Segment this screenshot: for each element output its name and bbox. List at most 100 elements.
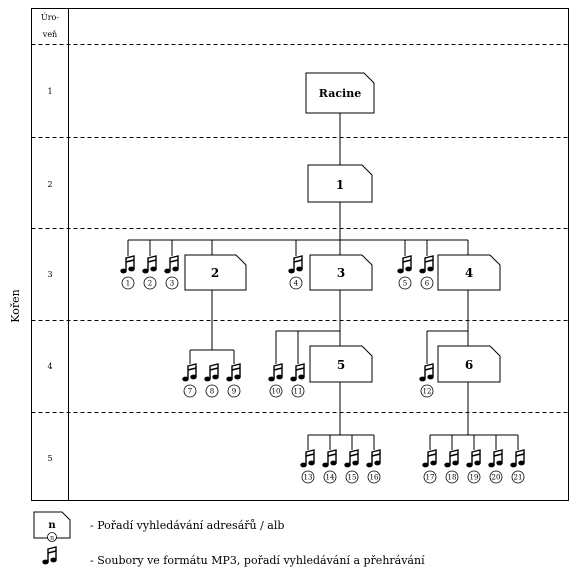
mp3-file: 3	[163, 255, 180, 290]
file-order-number: 7	[188, 388, 192, 396]
file-order-circle	[398, 276, 412, 290]
side-label: Kořen	[9, 289, 22, 322]
file-order-circle	[301, 470, 315, 484]
mp3-file: 14	[321, 449, 338, 484]
level-number: 4	[47, 362, 52, 371]
file-order-number: 6	[425, 280, 430, 288]
music-note-icon	[487, 449, 504, 469]
file-order-number: 11	[294, 388, 303, 396]
file-order-number: 4	[294, 280, 299, 288]
file-order-number: 16	[370, 474, 379, 482]
row-dividers	[31, 44, 568, 413]
folder-4-label: 4	[465, 266, 473, 280]
music-note-icon	[119, 255, 136, 275]
legend-file-text: - Soubory ve formátu MP3, pořadí vyhledá…	[90, 554, 425, 567]
file-order-number: 13	[304, 474, 313, 482]
legend: n n - Pořadí vyhledávání adresářů / alb …	[33, 511, 425, 567]
file-order-circle	[345, 470, 359, 484]
music-note-icon	[443, 449, 460, 469]
file-order-circle	[143, 276, 157, 290]
mp3-file: 20	[487, 449, 504, 484]
music-note-icon	[421, 449, 438, 469]
file-order-circle	[289, 276, 303, 290]
folder-1-label: 1	[336, 178, 344, 192]
mp3-file: 11	[289, 363, 306, 398]
file-order-number: 20	[492, 474, 501, 482]
music-note-icon	[396, 255, 413, 275]
file-order-number: 3	[170, 280, 174, 288]
file-order-number: 9	[232, 388, 236, 396]
mp3-file: 5	[396, 255, 413, 290]
file-order-circle	[467, 470, 481, 484]
music-note-icon	[465, 449, 482, 469]
folder-3-icon	[309, 254, 373, 291]
mp3-file: 4	[287, 255, 304, 290]
file-order-circle	[205, 384, 219, 398]
mp3-file: 16	[365, 449, 382, 484]
level-number: 3	[47, 270, 52, 279]
legend-folder-circle	[47, 532, 57, 542]
file-order-circle	[323, 470, 337, 484]
file-order-number: 2	[148, 280, 152, 288]
file-order-circle	[489, 470, 503, 484]
mp3-file: 17	[421, 449, 438, 484]
file-order-number: 8	[210, 388, 214, 396]
file-order-number: 21	[514, 474, 523, 482]
file-order-circle	[227, 384, 241, 398]
file-order-circle	[420, 384, 434, 398]
file-order-number: 1	[126, 280, 130, 288]
folder-root-label: Racine	[319, 87, 361, 100]
file-order-number: 19	[470, 474, 479, 482]
mp3-file: 15	[343, 449, 360, 484]
file-order-number: 17	[426, 474, 435, 482]
mp3-file: 10	[267, 363, 284, 398]
mp3-file: 18	[443, 449, 460, 484]
level-header-line2: veň	[42, 30, 57, 39]
level-number: 1	[47, 87, 52, 96]
file-order-number: 12	[423, 388, 432, 396]
folder-root-icon	[305, 72, 375, 114]
level-number: 5	[47, 454, 52, 463]
legend-folder-icon	[33, 511, 71, 539]
folder-1-icon	[307, 164, 373, 203]
folder-5-icon	[309, 345, 373, 383]
file-order-circle	[511, 470, 525, 484]
file-order-circle	[121, 276, 135, 290]
music-note-icon	[289, 363, 306, 383]
music-note-icon	[418, 363, 435, 383]
music-note-icon	[287, 255, 304, 275]
file-order-circle	[269, 384, 283, 398]
music-note-icon	[365, 449, 382, 469]
mp3-file: 13	[299, 449, 316, 484]
legend-folder-text: - Pořadí vyhledávání adresářů / alb	[90, 519, 284, 532]
file-order-number: 5	[403, 280, 407, 288]
file-order-circle	[165, 276, 179, 290]
music-note-icon	[299, 449, 316, 469]
file-order-circle	[423, 470, 437, 484]
music-note-icon	[321, 449, 338, 469]
music-note-icon	[418, 255, 435, 275]
mp3-file: 2	[141, 255, 158, 290]
file-order-circle	[445, 470, 459, 484]
folder-6-label: 6	[465, 358, 473, 372]
music-note-icon	[225, 363, 242, 383]
music-note-icon	[267, 363, 284, 383]
mp3-file: 1	[119, 255, 136, 290]
level-number: 2	[47, 180, 52, 189]
file-order-number: 10	[272, 388, 281, 396]
folder-4-icon	[437, 254, 501, 291]
tree-connectors	[127, 113, 519, 450]
music-note-icon	[141, 255, 158, 275]
mp3-file: 21	[509, 449, 526, 484]
file-order-circle	[291, 384, 305, 398]
legend-folder-sub: n	[50, 535, 54, 542]
file-order-circle	[420, 276, 434, 290]
mp3-file: 8	[203, 363, 220, 398]
music-note-icon	[163, 255, 180, 275]
mp3-file: 12	[418, 363, 435, 398]
folder-2-label: 2	[211, 266, 219, 280]
file-order-circle	[367, 470, 381, 484]
file-order-number: 15	[348, 474, 357, 482]
